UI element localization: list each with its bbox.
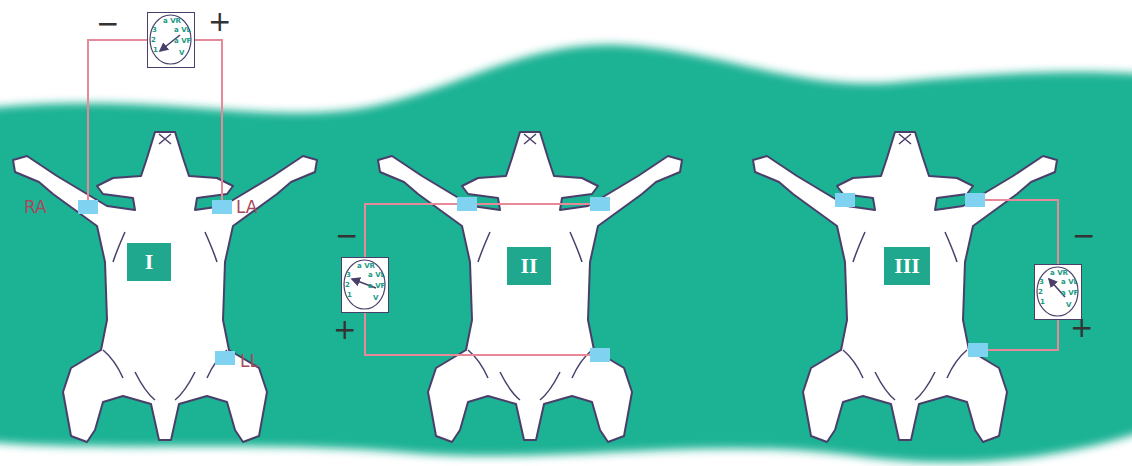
electrode-label: RA bbox=[24, 199, 47, 216]
polarity-sign: − bbox=[1072, 222, 1095, 250]
dial-label: 1 bbox=[1040, 298, 1045, 306]
polarity-sign: − bbox=[335, 222, 358, 250]
polarity-sign: + bbox=[208, 8, 231, 36]
dial-label: a VR bbox=[163, 17, 181, 25]
dial-label: 1 bbox=[347, 291, 352, 299]
polarity-sign: + bbox=[1070, 314, 1093, 342]
polarity-sign: − bbox=[96, 10, 119, 38]
dial-label: a VF bbox=[368, 282, 385, 290]
meter-box: a VR 3 a VL 2 a VF 1 V bbox=[1034, 264, 1082, 320]
meter-box: a VR 3 a VL 2 a VF 1 V bbox=[341, 257, 389, 313]
lead-number: III bbox=[894, 254, 920, 278]
teal-band bbox=[0, 45, 1132, 463]
dog-figure bbox=[753, 132, 1057, 442]
dial-label: a VR bbox=[357, 262, 375, 270]
dial-label: a VL bbox=[368, 271, 385, 279]
dial-label: V bbox=[373, 294, 378, 302]
dial-label: a VL bbox=[174, 26, 191, 34]
dial-label: 3 bbox=[346, 271, 351, 279]
dial-label: 2 bbox=[1038, 288, 1043, 296]
dial-label: V bbox=[1066, 301, 1071, 309]
meter-box: a VR 3 a VL 2 a VF 1 V bbox=[147, 12, 195, 68]
dog-figure bbox=[378, 132, 682, 442]
wires bbox=[88, 40, 1058, 355]
lead-number-box: II bbox=[507, 247, 551, 285]
dog-figure bbox=[13, 132, 317, 442]
dial-label: a VR bbox=[1050, 269, 1068, 277]
dial-label: 2 bbox=[345, 281, 350, 289]
lead-number-box: I bbox=[127, 243, 171, 281]
dial-label: 3 bbox=[152, 26, 157, 34]
polarity-sign: + bbox=[333, 316, 356, 344]
dial-label: V bbox=[179, 49, 184, 57]
electrode-label: LA bbox=[236, 199, 258, 216]
electrodes bbox=[78, 193, 988, 365]
dial-label: a VF bbox=[174, 37, 191, 45]
electrode-label: LL bbox=[240, 353, 259, 370]
lead-number: II bbox=[520, 254, 537, 278]
dial-label: 1 bbox=[153, 46, 158, 54]
dial-label: 3 bbox=[1039, 278, 1044, 286]
dial-label: 2 bbox=[151, 36, 156, 44]
lead-number: I bbox=[145, 250, 154, 274]
lead-number-box: III bbox=[884, 247, 930, 285]
dial-label: a VL bbox=[1061, 278, 1078, 286]
dial-label: a VF bbox=[1061, 289, 1078, 297]
